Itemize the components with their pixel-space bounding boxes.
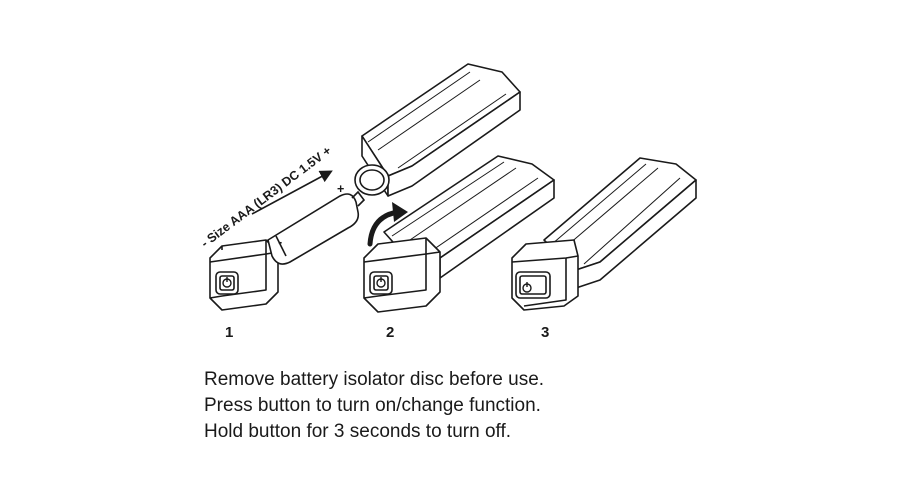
instruction-line: Hold button for 3 seconds to turn off.	[204, 421, 512, 442]
rotate-arrow-icon	[367, 202, 408, 247]
flashlight-body-illustration	[354, 63, 521, 197]
instruction-line: Press button to turn on/change function.	[204, 395, 541, 416]
end-cap-illustration	[363, 237, 441, 313]
power-button-icon	[376, 277, 386, 288]
instructions-text: Remove battery isolator disc before use.…	[204, 367, 544, 445]
step-number-3: 3	[541, 324, 550, 341]
battery-minus-sign: -	[278, 235, 282, 249]
power-button-icon	[222, 277, 232, 288]
insert-arrow-icon	[251, 170, 333, 215]
step-number-2: 2	[386, 324, 395, 341]
step-number-1: 1	[225, 324, 234, 341]
instruction-line: Remove battery isolator disc before use.	[204, 369, 545, 390]
end-cap-illustration	[209, 239, 279, 311]
battery-plus-sign: +	[337, 182, 344, 196]
aaa-battery-illustration	[267, 190, 366, 265]
power-button-icon	[522, 282, 532, 293]
